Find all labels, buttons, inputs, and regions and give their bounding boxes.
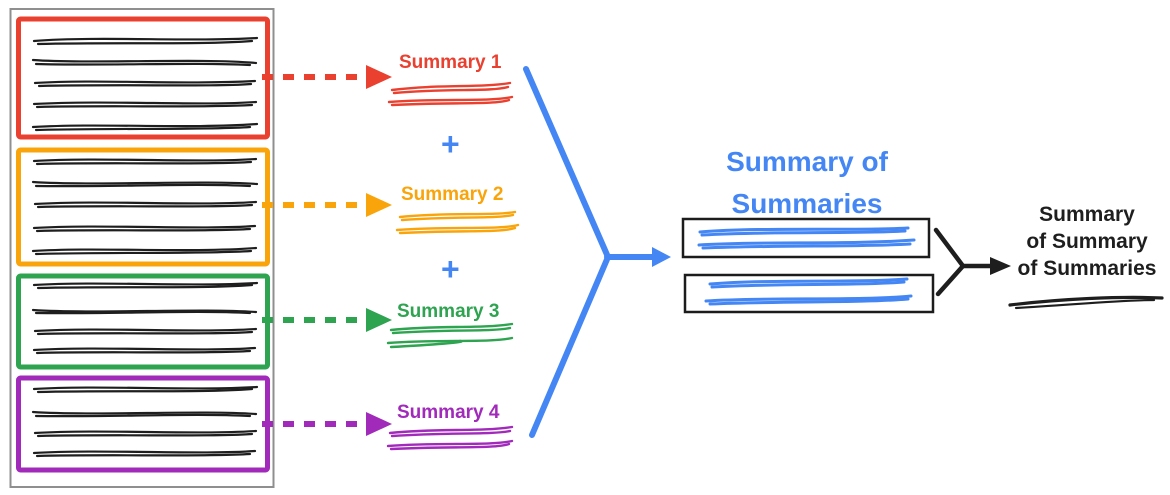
document-3-text-scribbles [31,281,259,355]
summary-of-summaries-box-2 [683,273,935,314]
summary-of-summaries-box-1 [681,217,931,259]
arrowhead-black-icon [990,257,1011,275]
summary-2-scribble [395,210,520,235]
dashed-arrow-document-1-to-summary-1 [262,65,392,89]
arrowhead-blue-icon [652,247,671,267]
summary-of-summaries-title-line-1: Summary of [726,146,888,177]
summary-2-label: Summary 2 [401,184,504,205]
summary-4-scribble [386,425,514,451]
summary-of-summaries-box-2-scribbles [704,277,913,306]
plus-operator-1: + [441,126,460,162]
merge-lines-blue [523,66,655,438]
summary-of-summaries-title: Summary of Summaries [683,141,931,225]
summary-4-label: Summary 4 [397,402,500,423]
final-summary-underline-scribble [1008,295,1164,310]
document-1-text-scribbles [31,36,259,132]
dashed-arrow-document-4-to-summary-4 [262,412,392,436]
final-merge-bracket [933,227,995,297]
source-documents-container-box [9,8,275,488]
final-summary-label-line-3: of Summaries [1017,257,1157,280]
summary-of-summaries-box-1-scribbles [697,226,916,250]
arrowhead-red-icon [366,65,392,89]
arrowhead-green-icon [366,308,392,332]
final-summary-label: Summary of Summary of Summaries [1008,201,1166,282]
summary-1-scribble [387,81,514,107]
arrowhead-purple-icon [366,412,392,436]
final-summary-label-line-2: of Summary [1026,230,1148,253]
summary-1-label: Summary 1 [399,52,502,73]
summary-of-summaries-title-line-2: Summaries [731,188,883,219]
arrowhead-yellow-icon [366,193,392,217]
dashed-arrow-document-3-to-summary-3 [262,308,392,332]
final-summary-label-line-1: Summary [1039,203,1135,226]
summary-3-scribble [386,322,514,349]
plus-operator-2: + [441,251,460,287]
document-4-text-scribbles [31,385,259,458]
dashed-arrow-document-2-to-summary-2 [262,193,392,217]
document-2-text-scribbles [31,157,259,256]
summary-3-label: Summary 3 [397,301,500,322]
